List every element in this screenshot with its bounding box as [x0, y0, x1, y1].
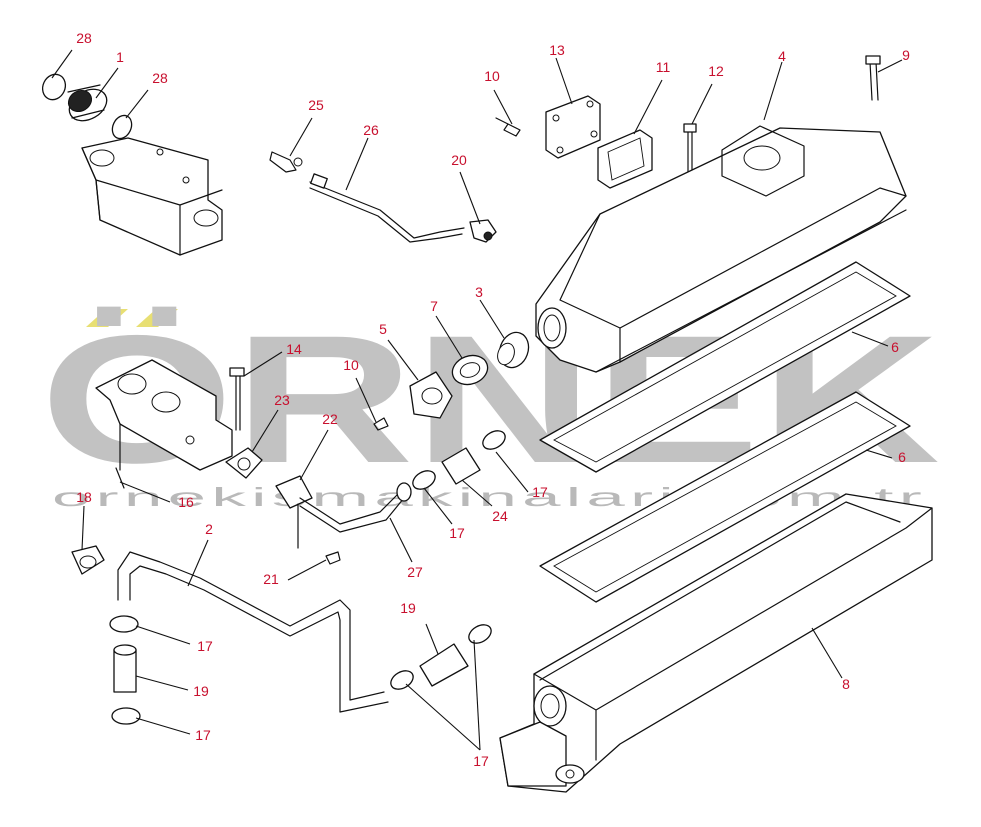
callout-6-upper: 6: [891, 339, 899, 355]
callout-3: 3: [475, 284, 483, 300]
callout-8: 8: [842, 676, 850, 692]
callout-14: 14: [286, 341, 302, 357]
part-5-flange: [409, 371, 453, 419]
part-9-bolt: [865, 55, 881, 101]
callout-18: 18: [76, 489, 92, 505]
callout-27: 27: [407, 564, 423, 580]
callout-17-c: 17: [197, 638, 213, 654]
callout-10-mid: 10: [343, 357, 359, 373]
callout-26: 26: [363, 122, 379, 138]
callout-17-d: 17: [195, 727, 211, 743]
part-4-manifold: [535, 125, 907, 373]
part-24-hose: [412, 430, 506, 490]
part-7-gasket: [451, 354, 489, 386]
watermark-accent-left: [86, 309, 128, 327]
part-22-tube: [275, 475, 412, 565]
callout-1: 1: [116, 49, 124, 65]
callout-2: 2: [205, 521, 213, 537]
callout-17-a: 17: [532, 484, 548, 500]
part-18-clamp: [71, 545, 105, 575]
part-13-cover: [545, 95, 601, 159]
part-26-tube: [269, 151, 497, 243]
callout-17-b: 17: [449, 525, 465, 541]
part-1-adapter: [41, 73, 223, 256]
part-6-gasket-lower: [539, 391, 911, 603]
callout-24: 24: [492, 508, 508, 524]
callout-28-second: 28: [152, 70, 168, 86]
callout-10-top: 10: [484, 68, 500, 84]
callout-21: 21: [263, 571, 279, 587]
callout-5: 5: [379, 321, 387, 337]
callouts: 28 1 28 25 26 20 13 10 11 12 4 9 3 7 5 1…: [76, 30, 910, 769]
part-10-bolt-mid: [373, 417, 389, 431]
part-11-gasket: [597, 129, 653, 189]
callout-25: 25: [308, 97, 324, 113]
callout-13: 13: [549, 42, 565, 58]
part-19-hose-right: [390, 624, 492, 690]
part-10-bolt-top: [495, 117, 521, 137]
part-2-pipe: [117, 551, 389, 713]
callout-20: 20: [451, 152, 467, 168]
callout-22: 22: [322, 411, 338, 427]
callout-6-lower: 6: [898, 449, 906, 465]
callout-28-top: 28: [76, 30, 92, 46]
callout-23: 23: [274, 392, 290, 408]
callout-16: 16: [178, 494, 194, 510]
callout-7: 7: [430, 298, 438, 314]
part-3-fitting: [497, 331, 530, 369]
callout-11: 11: [656, 59, 671, 75]
part-23-gasket: [225, 447, 263, 479]
callout-17-e: 17: [473, 753, 489, 769]
leader-lines: [51, 49, 903, 751]
callout-19-right: 19: [400, 600, 416, 616]
callout-9: 9: [902, 47, 910, 63]
watermark-accent-right: [136, 309, 178, 327]
callout-19-left: 19: [193, 683, 209, 699]
part-block-left: [95, 359, 233, 489]
part-6-gasket-upper: [539, 261, 911, 473]
part-8-manifold: [499, 493, 933, 793]
callout-12: 12: [708, 63, 724, 79]
callout-4: 4: [778, 48, 786, 64]
part-19-hose-left: [109, 615, 141, 725]
part-14-bolt: [229, 367, 245, 431]
